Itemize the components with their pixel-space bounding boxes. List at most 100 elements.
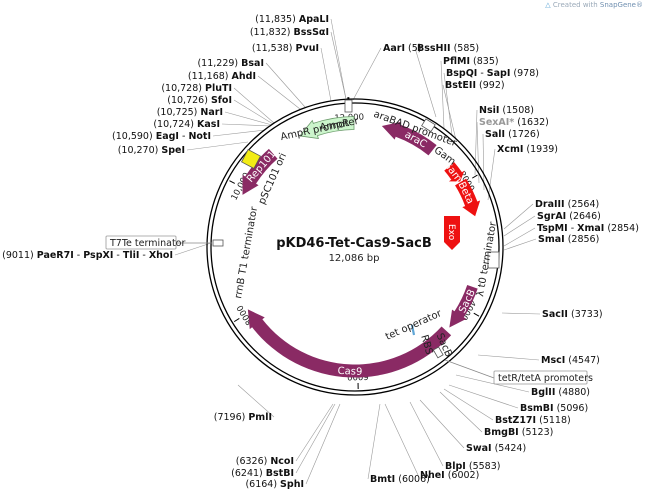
lambda-t0-marker	[487, 251, 500, 269]
site-leader-tspmi-xmai	[503, 227, 536, 247]
site-leader-msci	[477, 354, 540, 361]
site-leader-bstbi	[295, 403, 336, 474]
site-leader-bmti	[367, 403, 381, 480]
arabad-promoter-marker	[421, 118, 436, 133]
site-label-swai: SwaI (5424)	[466, 443, 526, 454]
rbs-marker	[432, 346, 444, 359]
site-label-bmti: BmtI (6006)	[370, 474, 430, 485]
site-label-apali: (11,835) ApaLI	[255, 14, 329, 25]
site-label-ahdi: (11,168) AhdI	[188, 71, 256, 82]
site-leader-pvui	[320, 47, 332, 102]
backbone-inner	[210, 102, 500, 392]
site-label-sphi: (6164) SphI	[245, 479, 304, 490]
site-label-kasi: (10,724) KasI	[153, 119, 220, 130]
site-leader-ncoi	[295, 403, 334, 462]
site-leader-sphi	[305, 403, 341, 485]
tick-mark	[473, 312, 480, 317]
site-leader-blpi	[409, 401, 444, 467]
site-label-sfoi: (10,726) SfoI	[167, 95, 232, 106]
tetr-promoters-label: tetR/tetA promoters	[498, 373, 593, 384]
site-label-nari: (10,725) NarI	[157, 107, 223, 118]
site-label-bsshii: BssHII (585)	[417, 43, 479, 54]
site-label-paer7i: (9011) PaeR7I - PspXI - TliI - XhoI	[2, 250, 173, 261]
feature-ampr	[299, 116, 355, 139]
site-leader-bsshii	[414, 47, 437, 118]
site-label-sali: SalI (1726)	[485, 129, 540, 140]
site-leader-bsmbi	[448, 384, 519, 409]
site-leader-pmli	[237, 384, 275, 418]
site-leader-bsssai	[330, 31, 347, 100]
site-leader-nsii	[474, 109, 478, 176]
site-label-bstz17i: BstZ17I (5118)	[495, 415, 571, 426]
site-leader-eagi-noti	[212, 129, 266, 137]
site-label-bsmbi: BsmBI (5096)	[520, 403, 588, 414]
feature-rep101	[242, 148, 278, 195]
site-leader-pluti	[233, 87, 275, 124]
site-leader-swai	[419, 399, 465, 449]
feature-arac	[381, 121, 437, 156]
site-label-sexai: SexAI* (1632)	[479, 117, 549, 128]
site-label-nsii: NsiI (1508)	[479, 105, 534, 116]
site-leader-nari	[224, 111, 273, 126]
site-label-ncoi: (6326) NcoI	[236, 456, 294, 467]
rrnb-terminator-marker	[212, 239, 224, 247]
feature-label-ampr: AmpR	[319, 118, 350, 134]
site-label-bmgbi: BmgBI (5123)	[484, 427, 553, 438]
psc101-ori-marker	[240, 148, 262, 170]
site-label-bglii: BglII (4880)	[531, 387, 590, 398]
site-label-tspmi-xmai: TspMI - XmaI (2854)	[537, 223, 639, 234]
t7te-terminator-label: T7Te terminator	[109, 238, 185, 249]
amp-promoter-marker	[344, 99, 353, 113]
site-label-sgrai: SgrAI (2646)	[537, 211, 601, 222]
site-leader-sgrai	[503, 215, 536, 237]
site-leader-sali	[482, 133, 485, 191]
feature-beta	[455, 178, 481, 217]
site-leader-xcmi	[487, 148, 496, 201]
site-leader-sacii	[501, 312, 541, 315]
site-leader-kasi	[221, 123, 272, 127]
site-leader-bspqi-sapi	[443, 72, 453, 136]
site-label-xcmi: XcmI (1939)	[497, 144, 558, 155]
site-leader-bsai	[265, 62, 306, 108]
site-leader-bglii	[455, 374, 530, 393]
credit-icon: △	[545, 1, 551, 9]
site-label-aari: AarI (5)	[383, 43, 421, 54]
site-label-pmli: (7196) PmlI	[214, 412, 272, 423]
tick-mark	[472, 174, 478, 179]
exo-label: Exo	[446, 224, 456, 241]
site-label-blpi: BlpI (5583)	[445, 461, 500, 472]
tetr-promoters-callout: tetR/tetA promoters	[444, 359, 593, 385]
site-leader-bsteii	[442, 84, 457, 141]
credit-brand: SnapGene®	[599, 1, 643, 9]
site-leader-paer7i	[174, 242, 212, 256]
site-leader-smai	[503, 238, 537, 251]
site-label-bsai: (11,229) BsaI	[197, 58, 264, 69]
tick-mark	[233, 318, 240, 323]
site-leader-pflmi	[440, 60, 445, 129]
rrnb-terminator-label: rrnB T1 terminator	[233, 205, 260, 299]
site-label-pvui: (11,538) PvuI	[252, 43, 319, 54]
t7te-terminator-callout: T7Te terminator	[105, 235, 212, 250]
site-leader-sfoi	[233, 99, 274, 125]
site-label-draiii: DraIII (2564)	[535, 199, 599, 210]
tick-mark	[229, 180, 236, 184]
site-leader-bmgbi	[439, 391, 483, 433]
snapgene-credit: △ Created with SnapGene®	[545, 1, 643, 9]
feature-cas9	[247, 309, 452, 378]
site-label-bstbi: (6241) BstBI	[231, 468, 294, 479]
backbone-outer	[206, 98, 504, 396]
site-leader-bstz17i	[443, 388, 494, 421]
rbs-label: RBS	[418, 334, 434, 356]
feature-gam	[444, 162, 465, 182]
left-site-labels: (11,835) ApaLI (11,832) BssSαI (11,538) Pv…	[2, 14, 329, 490]
feature-exo	[444, 216, 460, 250]
site-leader-ahdi	[257, 75, 301, 110]
site-label-msci: MscI (4547)	[541, 355, 600, 366]
site-label-bsssai: (11,832) BssSαI	[250, 27, 329, 38]
site-label-smai: SmaI (2856)	[538, 234, 599, 245]
feature-sacb	[449, 285, 478, 328]
site-label-spei: (10,270) SpeI	[118, 145, 185, 156]
plasmid-name: pKD46-Tet-Cas9-SacB	[276, 236, 432, 251]
credit-prefix: Created with	[552, 1, 598, 9]
site-label-bsteii: BstEII (992)	[445, 80, 505, 91]
